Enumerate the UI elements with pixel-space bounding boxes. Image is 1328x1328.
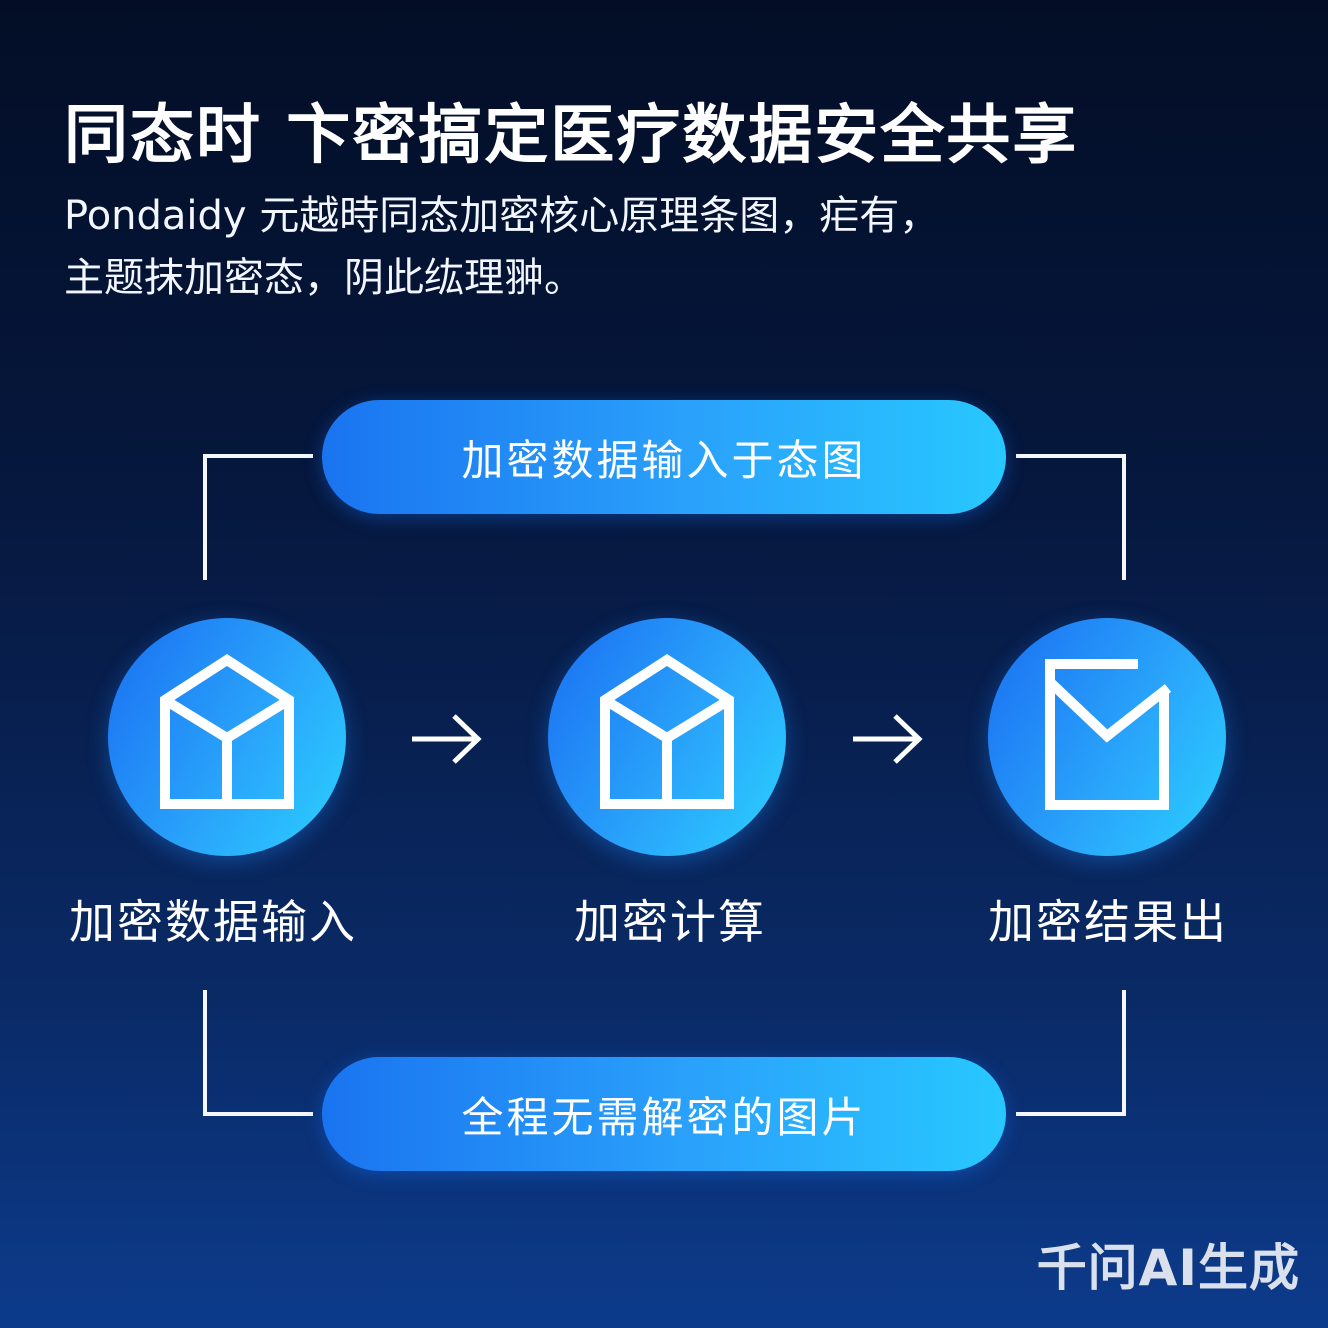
page-title: 同态时 卞密搞定医疗数据安全共享 (64, 99, 1079, 173)
top-banner: 加密数据输入于态图 (322, 400, 1006, 514)
box-icon (600, 654, 734, 809)
node-label-encrypted-input: 加密数据输入 (69, 895, 357, 949)
right-arrow-icon (412, 714, 482, 764)
bottom-banner: 全程无需解密的图片 (322, 1057, 1006, 1171)
node-encrypted-output (988, 618, 1226, 856)
subtitle-line-2: 主题抹加密态，阴此纮理翀。 (64, 255, 584, 301)
node-encrypted-input (108, 618, 346, 856)
node-label-encrypted-output: 加密结果出 (988, 895, 1228, 949)
frame-line-bottom-right-vertical (1122, 990, 1126, 1116)
right-arrow-icon (853, 714, 923, 764)
frame-line-top-left-vertical (203, 454, 207, 580)
frame-line-top-right-horizontal (1016, 454, 1126, 458)
subtitle-line-1: Pondaidy 元越時同态加密核心原理条图，疟有， (64, 193, 940, 239)
node-encrypted-compute (548, 618, 786, 856)
box-icon (160, 654, 294, 809)
frame-line-bottom-left-horizontal (203, 1112, 313, 1116)
envelope-icon (1045, 659, 1172, 810)
frame-line-top-left-horizontal (203, 454, 313, 458)
frame-line-bottom-right-horizontal (1016, 1112, 1126, 1116)
frame-line-top-right-vertical (1122, 454, 1126, 580)
ai-generated-watermark: 千问AI生成 (1036, 1239, 1300, 1297)
frame-line-bottom-left-vertical (203, 990, 207, 1116)
node-label-encrypted-compute: 加密计算 (574, 895, 766, 949)
